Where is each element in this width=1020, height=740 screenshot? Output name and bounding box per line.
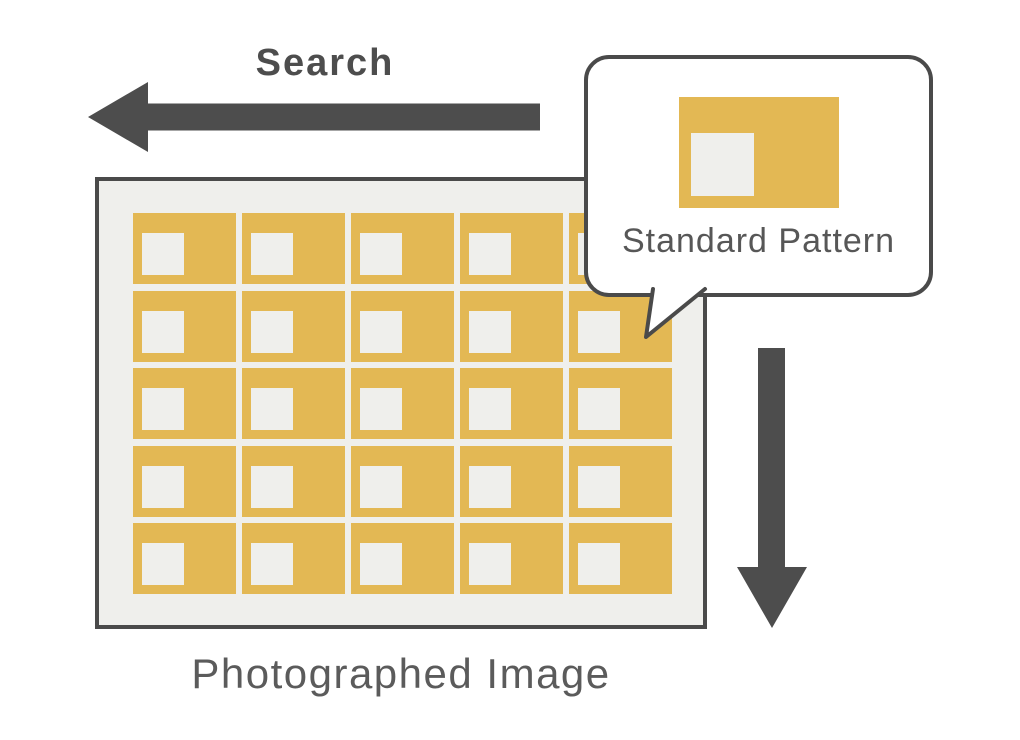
speech-bubble-tail-icon bbox=[644, 287, 707, 339]
grid-cell-marker bbox=[469, 465, 511, 508]
grid-cell bbox=[460, 523, 563, 594]
grid-cell-marker bbox=[251, 310, 293, 353]
grid-cell-marker bbox=[142, 465, 184, 508]
grid-cell-marker bbox=[578, 465, 620, 508]
grid-cell-marker bbox=[251, 233, 293, 275]
grid-cell bbox=[242, 213, 345, 284]
standard-pattern-marker bbox=[690, 133, 754, 196]
grid-cell bbox=[569, 368, 672, 439]
grid-cell-marker bbox=[251, 465, 293, 508]
grid-cell bbox=[351, 290, 454, 362]
grid-cell bbox=[242, 368, 345, 439]
grid-cell-marker bbox=[360, 543, 402, 585]
grid-cell-marker bbox=[469, 388, 511, 430]
photographed-image-label: Photographed Image bbox=[191, 650, 611, 697]
grid-cell bbox=[133, 213, 236, 284]
grid-cell bbox=[460, 213, 563, 284]
grid-cell-marker bbox=[142, 233, 184, 275]
grid-cell-marker bbox=[469, 543, 511, 585]
grid-cell-marker bbox=[251, 388, 293, 430]
left-arrow-icon bbox=[88, 82, 540, 152]
grid-cell bbox=[351, 523, 454, 594]
search-label: Search bbox=[255, 42, 395, 84]
grid-cell bbox=[569, 445, 672, 517]
grid-cell bbox=[460, 290, 563, 362]
grid-cell-marker bbox=[360, 233, 402, 275]
grid-cell bbox=[133, 523, 236, 594]
grid-cell-marker bbox=[469, 233, 511, 275]
down-arrow-icon bbox=[737, 348, 807, 628]
grid-cell-marker bbox=[142, 388, 184, 430]
grid-cell bbox=[351, 368, 454, 439]
standard-pattern-swatch bbox=[678, 97, 839, 208]
pattern-grid bbox=[133, 213, 672, 594]
grid-cell bbox=[569, 523, 672, 594]
grid-cell bbox=[242, 523, 345, 594]
standard-pattern-label: Standard Pattern bbox=[621, 222, 896, 260]
grid-cell-marker bbox=[142, 543, 184, 585]
grid-cell-marker bbox=[142, 310, 184, 353]
grid-cell bbox=[351, 445, 454, 517]
grid-cell-marker bbox=[251, 543, 293, 585]
grid-cell-marker bbox=[360, 388, 402, 430]
grid-cell-marker bbox=[360, 310, 402, 353]
grid-cell bbox=[242, 290, 345, 362]
standard-pattern-callout: Standard Pattern bbox=[584, 55, 933, 297]
grid-cell-marker bbox=[578, 543, 620, 585]
grid-cell bbox=[133, 445, 236, 517]
grid-cell bbox=[351, 213, 454, 284]
grid-cell bbox=[133, 290, 236, 362]
grid-cell bbox=[460, 445, 563, 517]
grid-cell-marker bbox=[578, 388, 620, 430]
grid-cell-marker bbox=[469, 310, 511, 353]
grid-cell-marker bbox=[360, 465, 402, 508]
grid-cell bbox=[460, 368, 563, 439]
grid-cell bbox=[133, 368, 236, 439]
grid-cell bbox=[242, 445, 345, 517]
grid-cell-marker bbox=[578, 310, 620, 353]
